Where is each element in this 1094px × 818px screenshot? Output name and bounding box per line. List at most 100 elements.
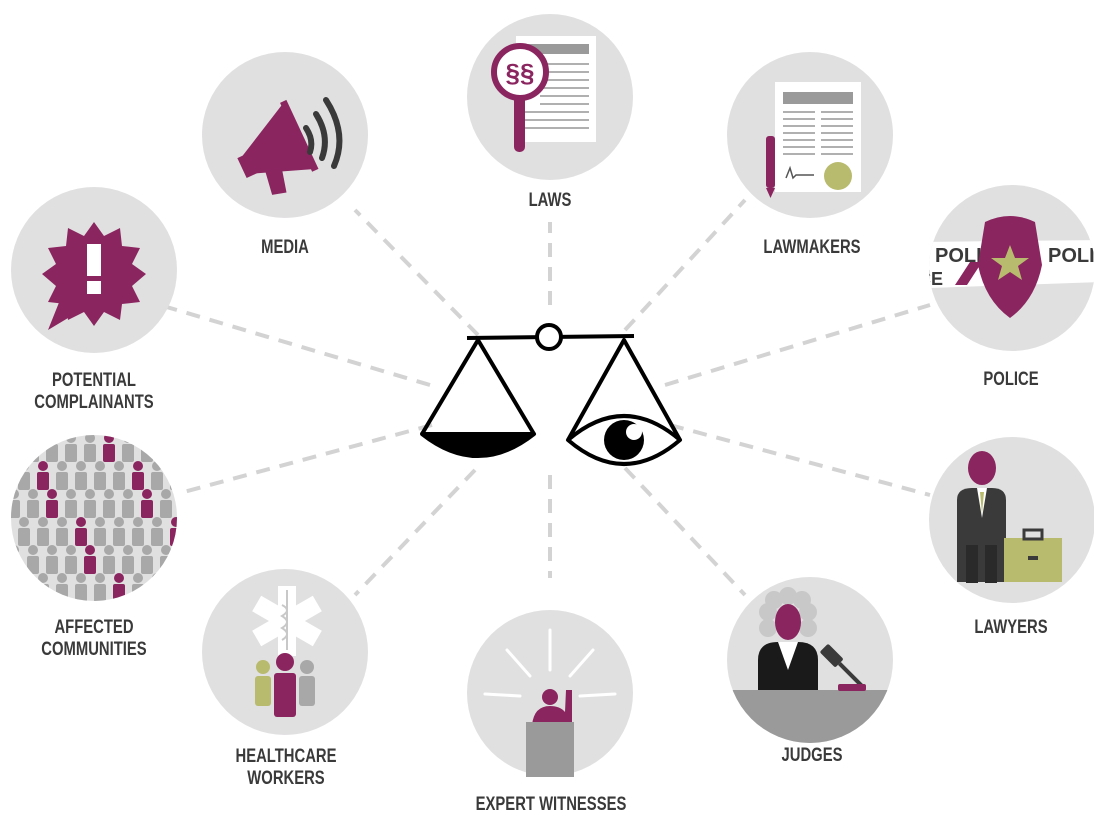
- crowd-person-head: [171, 573, 177, 583]
- crowd-person-head: [152, 573, 162, 583]
- crowd-person-head: [38, 461, 48, 471]
- crowd-person-head: [47, 435, 57, 443]
- crowd-person-head: [76, 461, 86, 471]
- crowd-person-head: [66, 489, 76, 499]
- crowd-person-body: [65, 444, 77, 462]
- crowd-person-head: [180, 545, 190, 555]
- crowd-person-head: [190, 461, 200, 471]
- police-badge-icon: POLI POLIC CE: [929, 216, 1094, 318]
- crowd-person-body: [113, 472, 125, 490]
- crowd-person-body: [18, 528, 30, 546]
- crowd-person-head: [11, 489, 19, 499]
- svg-text:§§: §§: [506, 58, 535, 88]
- crowd-person-body: [27, 500, 39, 518]
- connector-lawmakers: [623, 198, 747, 332]
- crowd-person-head: [19, 573, 29, 583]
- crowd-person-body: [189, 528, 201, 546]
- crowd-person-body: [37, 528, 49, 546]
- crowd-person-body: [189, 584, 201, 602]
- crowd-person-head: [76, 573, 86, 583]
- connector-media: [353, 208, 480, 337]
- crowd-person-head: [11, 435, 19, 443]
- label-police: POLICE: [983, 369, 1039, 390]
- crowd-person-head: [76, 517, 86, 527]
- crowd-person-body: [18, 472, 30, 490]
- crowd-person-body: [18, 584, 30, 601]
- lawyer-briefcase-icon: [957, 451, 1062, 583]
- label-media: MEDIA: [261, 237, 309, 258]
- crowd-person-body: [84, 556, 96, 574]
- crowd-person-head: [11, 545, 19, 555]
- svg-text:POLIC: POLIC: [1048, 245, 1094, 267]
- crowd-person-body: [11, 556, 20, 574]
- crowd-person-body: [170, 584, 177, 601]
- crowd-person-body: [141, 556, 153, 574]
- crowd-person-head: [104, 545, 114, 555]
- crowd-person-head: [133, 517, 143, 527]
- crowd-person-body: [94, 584, 106, 601]
- crowd-person-body: [103, 556, 115, 574]
- crowd-person-head: [171, 517, 177, 527]
- crowd-person-head: [190, 573, 200, 583]
- crowd-person-body: [132, 584, 144, 601]
- crowd-person-body: [141, 444, 153, 462]
- crowd-person-head: [57, 517, 67, 527]
- crowd-person-head: [133, 573, 143, 583]
- crowd-person-body: [160, 500, 172, 518]
- crowd-person-head: [38, 573, 48, 583]
- crowd-person-body: [75, 472, 87, 490]
- crowd-person-body: [46, 444, 58, 462]
- crowd-person-body: [11, 444, 20, 462]
- crowd-person-head: [38, 517, 48, 527]
- connector-judges: [623, 466, 747, 597]
- crowd-person-head: [142, 435, 152, 443]
- megaphone-icon: [237, 97, 343, 195]
- crowd-person-head: [47, 545, 57, 555]
- crowd-person-body: [27, 556, 39, 574]
- crowd-person-body: [56, 528, 68, 546]
- crowd-person-body: [11, 500, 20, 518]
- crowd-person-body: [94, 472, 106, 490]
- crowd-person-body: [103, 500, 115, 518]
- connector-healthcare-workers: [353, 468, 477, 597]
- signed-document-icon: [766, 82, 861, 198]
- crowd-person-body: [170, 472, 177, 490]
- crowd-person-head: [114, 573, 124, 583]
- crowd-person-body: [179, 500, 191, 518]
- crowd-person-body: [160, 556, 172, 574]
- crowd-person-body: [179, 444, 191, 462]
- connector-lines: [159, 198, 931, 597]
- crowd-person-body: [160, 444, 172, 462]
- magnifier-document-icon: §§: [491, 36, 596, 152]
- crowd-person-head: [19, 461, 29, 471]
- crowd-person-head: [152, 461, 162, 471]
- crowd-person-body: [122, 556, 134, 574]
- connector-potential-complainants: [159, 303, 431, 387]
- crowd-person-body: [56, 472, 68, 490]
- crowd-person-head: [114, 517, 124, 527]
- crowd-person-body: [94, 528, 106, 546]
- crowd-person-body: [37, 472, 49, 490]
- scales-of-justice-with-eye-icon: [420, 323, 682, 466]
- crowd-person-head: [142, 489, 152, 499]
- crowd-person-head: [180, 433, 190, 443]
- crowd-person-body: [37, 584, 49, 601]
- crowd-person-body: [65, 500, 77, 518]
- crowd-person-body: [151, 584, 163, 601]
- crowd-person-head: [123, 435, 133, 443]
- crowd-person-head: [104, 489, 114, 499]
- crowd-person-head: [85, 545, 95, 555]
- crowd-person-head: [19, 517, 29, 527]
- crowd-person-body: [132, 472, 144, 490]
- connector-police: [664, 303, 931, 387]
- crowd-person-body: [151, 472, 163, 490]
- crowd-person-head: [133, 461, 143, 471]
- crowd-person-body: [151, 528, 163, 546]
- crowd-person-head: [142, 545, 152, 555]
- witness-podium-icon: [483, 628, 617, 698]
- crowd-person-head: [28, 545, 38, 555]
- crowd-person-body: [122, 444, 134, 462]
